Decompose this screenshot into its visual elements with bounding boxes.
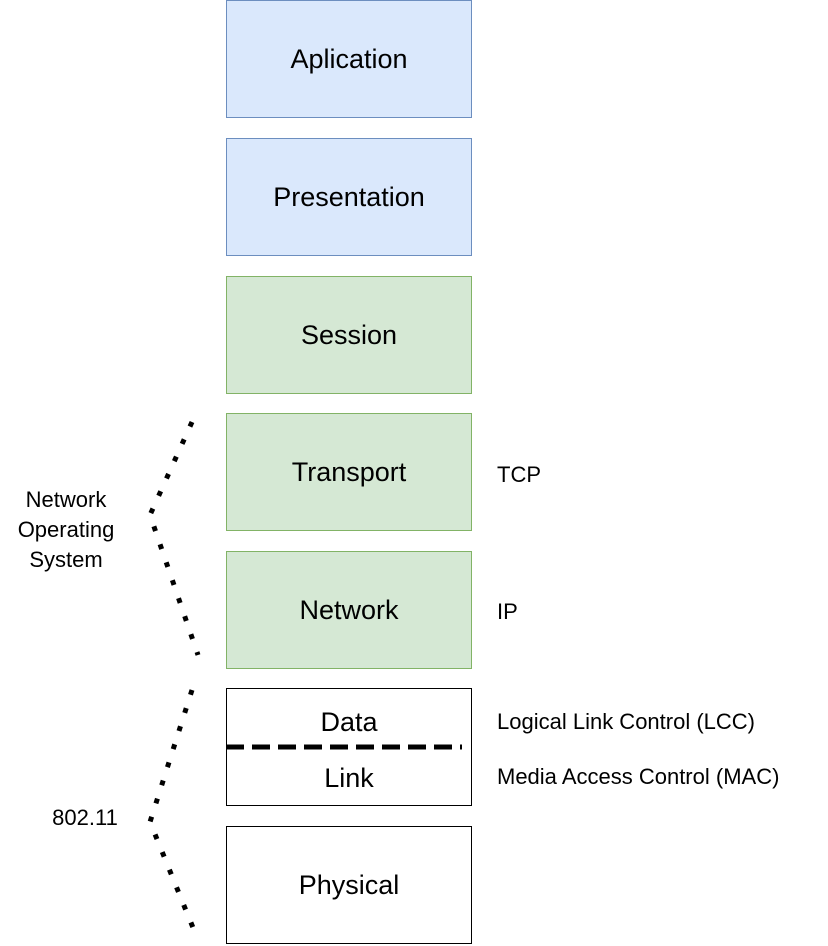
- layer-physical-label: Physical: [298, 869, 400, 900]
- layer-session: Session: [226, 276, 472, 394]
- protocol-ip-label: IP: [497, 599, 518, 624]
- wireless-group-label: 802.11: [52, 805, 118, 830]
- layer-data-link-top-label: Data: [320, 707, 378, 737]
- layer-network: Network: [226, 551, 472, 669]
- network-os-label-line-2: Operating: [17, 517, 115, 542]
- layer-session-label: Session: [300, 319, 398, 350]
- wireless-brace: [147, 689, 201, 941]
- layer-application: Aplication: [226, 0, 472, 118]
- network-os-brace: [147, 420, 201, 656]
- protocol-tcp-label: TCP: [497, 462, 541, 487]
- network-os-group-label: Network Operating System: [0, 485, 132, 575]
- layer-physical: Physical: [226, 826, 472, 944]
- protocol-llc-label: Logical Link Control (LCC): [497, 709, 755, 734]
- network-os-label-line-1: Network: [25, 487, 107, 512]
- layer-presentation-label: Presentation: [273, 181, 425, 212]
- layer-presentation: Presentation: [226, 138, 472, 256]
- layer-transport-label: Transport: [291, 456, 407, 487]
- layer-network-label: Network: [299, 594, 399, 625]
- network-os-label-line-3: System: [29, 547, 103, 572]
- protocol-mac-label: Media Access Control (MAC): [497, 764, 780, 789]
- layer-data-link-bottom-label: Link: [324, 763, 374, 793]
- layer-transport: Transport: [226, 413, 472, 531]
- layer-application-label: Aplication: [290, 43, 408, 74]
